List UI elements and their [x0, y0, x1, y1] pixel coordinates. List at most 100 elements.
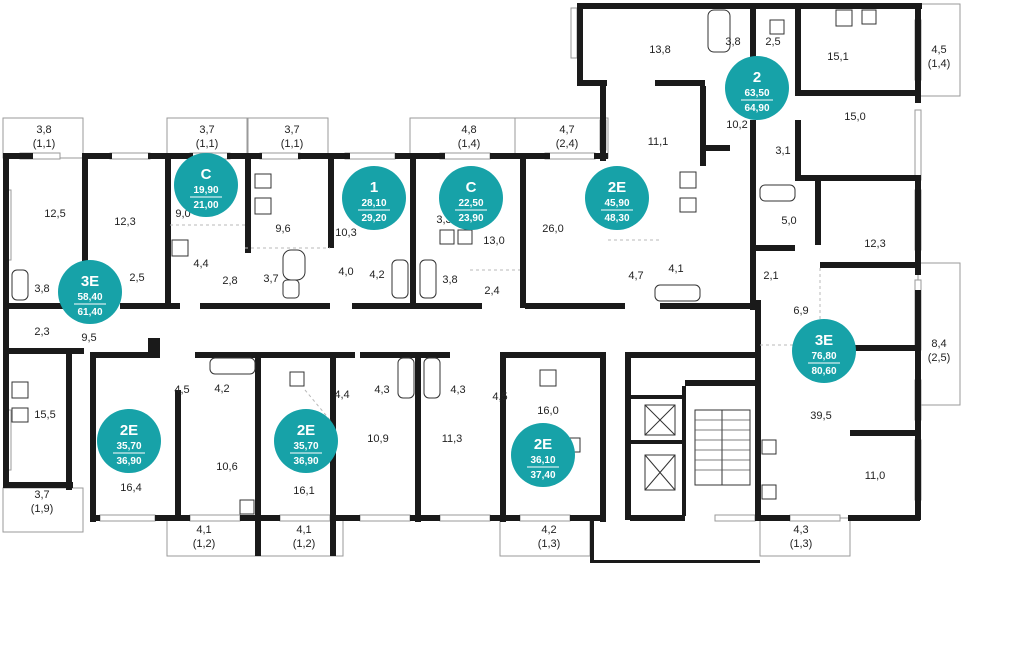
room-area: 39,5 [810, 410, 831, 422]
fixtures [11, 9, 877, 515]
room-area: 2,5 [129, 272, 144, 284]
room-area: 4,5 [492, 391, 507, 403]
room-area: 10,9 [367, 433, 388, 445]
apartment-type: 2E [534, 436, 552, 453]
apartment-type: 1 [370, 179, 378, 196]
room-area: 4,2 [369, 269, 384, 281]
balcony-reduced: (1,4) [928, 58, 951, 70]
room-area: 2,3 [34, 326, 49, 338]
apartment-badge-2e-bottom-2[interactable]: 2E 35,70 36,90 [274, 409, 338, 473]
balcony-reduced: (1,2) [193, 538, 216, 550]
room-area: 15,5 [34, 409, 55, 421]
room-area: 9,5 [81, 332, 96, 344]
apartment-total-area: 29,20 [361, 213, 386, 224]
room-area: 4,5 [174, 384, 189, 396]
room-area: 3,1 [775, 145, 790, 157]
apartment-total-area: 36,90 [293, 456, 318, 467]
apartment-living-area: 63,50 [744, 88, 769, 99]
room-area: 12,3 [864, 238, 885, 250]
apartment-living-area: 19,90 [193, 185, 218, 196]
balcony-labels: 3,8 (1,1) 3,7 (1,1) 3,7 (1,1) 4,8 (1,4) … [31, 44, 951, 550]
apartment-living-area: 22,50 [458, 198, 483, 209]
balcony-area: 4,1 [296, 524, 311, 536]
balcony-area: 3,7 [34, 489, 49, 501]
room-area: 6,9 [793, 305, 808, 317]
apartment-living-area: 36,10 [530, 455, 555, 466]
balcony-reduced: (2,4) [556, 138, 579, 150]
room-boundaries [170, 224, 850, 421]
apartment-badge-3e-left[interactable]: 3E 58,40 61,40 [58, 260, 122, 324]
room-area: 4,3 [450, 384, 465, 396]
balcony-reduced: (1,1) [33, 138, 56, 150]
room-area: 26,0 [542, 223, 563, 235]
apartment-badge-3e-right[interactable]: 3E 76,80 80,60 [792, 319, 856, 383]
apartment-badge-2e-bottom-3[interactable]: 2E 36,10 37,40 [511, 423, 575, 487]
apartment-total-area: 80,60 [811, 366, 836, 377]
apartment-badge-c-1[interactable]: C 19,90 21,00 [174, 153, 238, 217]
balcony-reduced: (1,3) [538, 538, 561, 550]
apartment-badges[interactable]: C 19,90 21,00 1 28,10 29,20 C 22,50 23,9… [58, 56, 856, 487]
room-area: 9,6 [275, 223, 290, 235]
balcony-reduced: (1,2) [293, 538, 316, 550]
apartment-badge-2[interactable]: 2 63,50 64,90 [725, 56, 789, 120]
apartment-badge-1[interactable]: 1 28,10 29,20 [342, 166, 406, 230]
apartment-badge-c-2[interactable]: C 22,50 23,90 [439, 166, 503, 230]
room-area: 4,7 [628, 270, 643, 282]
apartment-badge-2e-bottom-1[interactable]: 2E 35,70 36,90 [97, 409, 161, 473]
apartment-living-area: 76,80 [811, 351, 836, 362]
room-area: 2,5 [765, 36, 780, 48]
balcony-reduced: (1,9) [31, 503, 54, 515]
room-area: 4,1 [668, 263, 683, 275]
stair-core [644, 404, 751, 491]
balcony-reduced: (1,4) [458, 138, 481, 150]
apartment-living-area: 45,90 [604, 198, 629, 209]
room-area-labels: 13,8 3,8 2,5 15,1 10,2 15,0 11,1 3,1 5,0… [34, 36, 885, 497]
apartment-living-area: 35,70 [116, 441, 141, 452]
room-area: 11,3 [442, 433, 463, 445]
apartment-total-area: 21,00 [193, 200, 218, 211]
balcony-reduced: (2,5) [928, 352, 951, 364]
room-area: 4,2 [214, 383, 229, 395]
room-area: 10,2 [726, 119, 747, 131]
room-area: 13,8 [649, 44, 670, 56]
room-area: 16,4 [120, 482, 141, 494]
room-area: 4,4 [334, 389, 349, 401]
apartment-type: 2 [753, 69, 761, 86]
balcony-area: 4,3 [793, 524, 808, 536]
apartment-total-area: 23,90 [458, 213, 483, 224]
room-area: 2,8 [222, 275, 237, 287]
room-area: 10,6 [216, 461, 237, 473]
apartment-type: C [466, 179, 477, 196]
balcony-reduced: (1,3) [790, 538, 813, 550]
balcony-area: 8,4 [931, 338, 946, 350]
room-area: 3,8 [442, 274, 457, 286]
room-area: 3,8 [725, 36, 740, 48]
room-area: 3,8 [34, 283, 49, 295]
room-area: 4,4 [193, 258, 208, 270]
balcony-area: 3,7 [199, 124, 214, 136]
room-area: 13,0 [483, 235, 504, 247]
balcony-reduced: (1,1) [196, 138, 219, 150]
balconies-outline [2, 3, 961, 557]
room-area: 11,0 [865, 470, 886, 482]
room-area: 2,1 [763, 270, 778, 282]
balcony-area: 3,8 [36, 124, 51, 136]
balcony-area: 4,1 [196, 524, 211, 536]
apartment-badge-2e-top[interactable]: 2E 45,90 48,30 [585, 166, 649, 230]
room-area: 12,3 [114, 216, 135, 228]
balcony-area: 4,8 [461, 124, 476, 136]
balcony-area: 4,5 [931, 44, 946, 56]
room-area: 11,1 [648, 136, 669, 148]
balcony-reduced: (1,1) [281, 138, 304, 150]
room-area: 16,0 [537, 405, 558, 417]
apartment-total-area: 61,40 [77, 307, 102, 318]
apartment-living-area: 58,40 [77, 292, 102, 303]
balcony-area: 4,7 [559, 124, 574, 136]
apartment-total-area: 37,40 [530, 470, 555, 481]
room-area: 16,1 [293, 485, 314, 497]
room-area: 15,0 [844, 111, 865, 123]
apartment-living-area: 35,70 [293, 441, 318, 452]
apartment-total-area: 64,90 [744, 103, 769, 114]
apartment-total-area: 48,30 [604, 213, 629, 224]
